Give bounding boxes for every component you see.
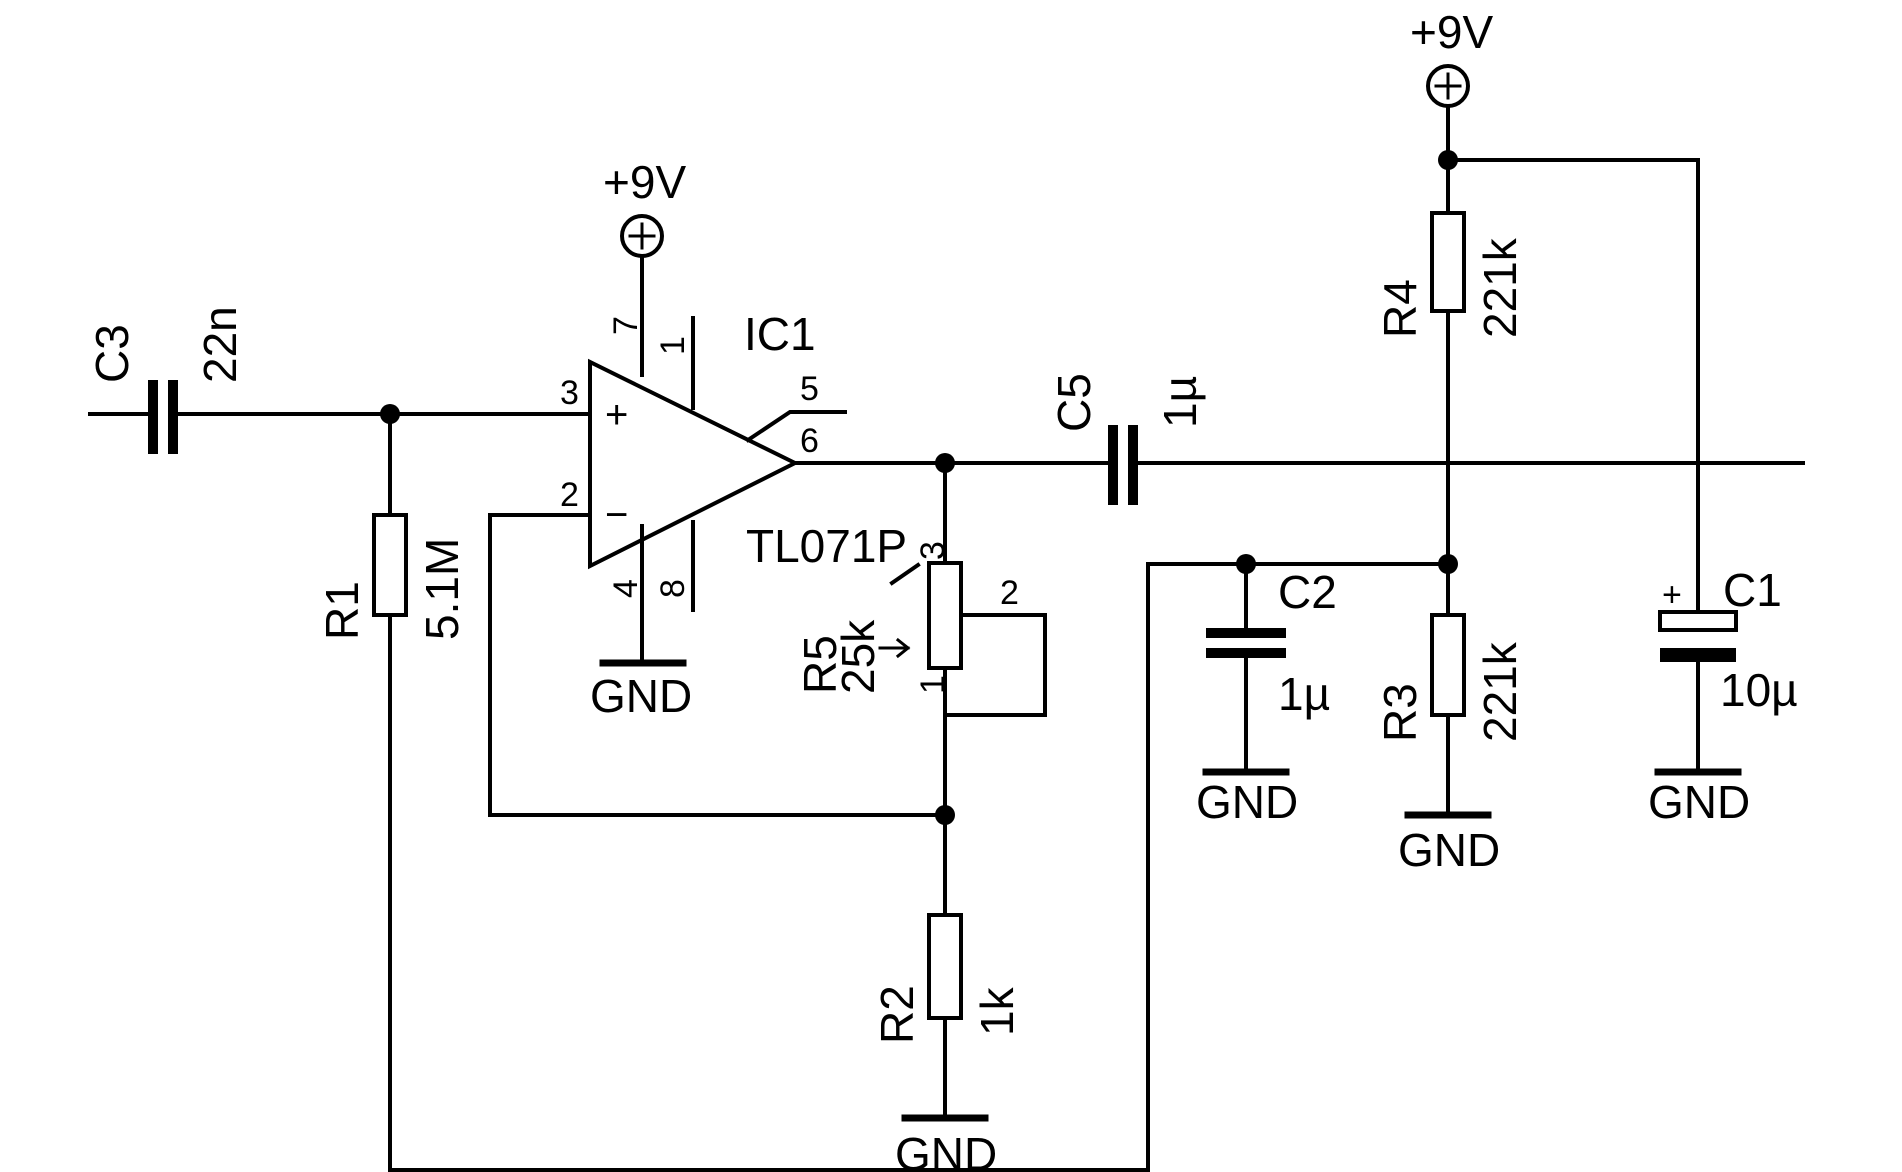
junction-input (380, 404, 400, 424)
r3-ref-label: R3 (1374, 683, 1426, 742)
r5-pin2-label: 2 (1000, 574, 1019, 612)
c1-polarity-mark: + (1662, 576, 1682, 614)
r5-pin1-label: 1 (914, 675, 952, 694)
c1-plate-positive (1658, 610, 1738, 632)
r2-ref-label: R2 (871, 985, 923, 1044)
r4-value-label: 221k (1474, 237, 1526, 338)
gnd-label-r3: GND (1398, 824, 1500, 876)
opamp-ic1: + − IC1 TL071P 3 2 5 6 7 1 4 8 (560, 308, 907, 598)
c1-value-label: 10µ (1720, 664, 1798, 716)
c3-plate-right (168, 380, 178, 454)
r5-pin3-label: 3 (914, 541, 952, 560)
ic1-ref-label: IC1 (744, 308, 816, 360)
junction-bias (1438, 554, 1458, 574)
junctions (380, 150, 1458, 825)
trimmer-r5: R5 25k 3 2 1 (794, 541, 1019, 694)
r1-value-label: 5.1M (416, 538, 468, 640)
vcc-label-ic: +9V (603, 156, 686, 208)
resistor-r1: R1 5.1M (316, 513, 468, 640)
gnd-label-r2: GND (895, 1128, 997, 1172)
ground-c2: GND (1196, 768, 1298, 828)
r5-arrow-icon (878, 637, 911, 659)
supply-vcc-right: +9V (1410, 6, 1493, 108)
gnd-label-c2: GND (1196, 776, 1298, 828)
junction-feedback (935, 805, 955, 825)
ic1-pin8-label: 8 (654, 579, 692, 598)
ground-ic: GND (590, 659, 692, 722)
wire-bias-return (388, 562, 1450, 1172)
ground-r3: GND (1398, 811, 1500, 876)
vcc-plus-icon (628, 222, 656, 250)
r3-body (1430, 613, 1466, 717)
r2-value-label: 1k (971, 986, 1023, 1036)
r1-ref-label: R1 (316, 581, 368, 640)
junction-output (935, 453, 955, 473)
c1-ref-label: C1 (1723, 564, 1782, 616)
resistor-r3: R3 221k (1374, 613, 1526, 742)
r5-ref-label: R5 (794, 635, 846, 694)
junction-vcc-right (1438, 150, 1458, 170)
r2-body (927, 913, 963, 1020)
c2-value-label: 1µ (1278, 668, 1330, 720)
ic1-pin4-label: 4 (607, 579, 645, 598)
ic1-pin3-label: 3 (560, 374, 579, 412)
ic1-pin5-label: 5 (800, 370, 819, 408)
vcc-plus-icon (1434, 72, 1462, 100)
wire-r5-wiper (943, 613, 1047, 717)
ic1-pin2-label: 2 (560, 476, 579, 514)
c5-ref-label: C5 (1048, 373, 1100, 432)
opamp-triangle (588, 358, 800, 570)
c2-plate-bottom (1206, 648, 1286, 658)
wire-pin5-stub (745, 410, 847, 443)
supply-vcc-ic: +9V (603, 156, 686, 258)
capacitor-c2: C2 1µ (1206, 566, 1337, 720)
gnd-label-c1: GND (1648, 776, 1750, 828)
r5-adjust-mark (889, 562, 921, 586)
resistor-r2: R2 1k (871, 913, 1023, 1044)
wires (88, 106, 1805, 1172)
r5-value-label: 25k (832, 619, 884, 694)
c2-plate-top (1206, 628, 1286, 638)
opamp-minus-sign: − (605, 493, 628, 537)
r4-body (1430, 211, 1466, 313)
r3-value-label: 221k (1474, 641, 1526, 742)
capacitor-c5: C5 1µ (1048, 373, 1206, 505)
c5-value-label: 1µ (1154, 376, 1206, 428)
resistor-r4: R4 221k (1374, 211, 1526, 338)
c5-plate-right (1128, 425, 1138, 505)
ground-c1: GND (1648, 768, 1750, 828)
c1-plate-negative (1660, 648, 1736, 662)
c3-value-label: 22n (194, 306, 246, 383)
wire-feedback (488, 513, 947, 817)
c2-ref-label: C2 (1278, 566, 1337, 618)
c3-plate-left (148, 380, 158, 454)
gnd-label-ic: GND (590, 670, 692, 722)
ic1-pin6-label: 6 (800, 422, 819, 460)
capacitor-c1: + C1 10µ (1658, 564, 1798, 716)
c5-plate-left (1108, 425, 1118, 505)
opamp-plus-sign: + (605, 393, 628, 437)
junction-c2 (1236, 554, 1256, 574)
r4-ref-label: R4 (1374, 279, 1426, 338)
ic1-pin7-label: 7 (607, 316, 645, 335)
capacitor-c3: C3 22n (86, 306, 246, 454)
ic1-value-label: TL071P (746, 520, 907, 572)
wire-c1-top (1446, 158, 1700, 614)
vcc-label-right: +9V (1410, 6, 1493, 58)
r5-body (927, 561, 963, 670)
ic1-pin1-label: 1 (654, 336, 692, 355)
ground-r2: GND (895, 1114, 997, 1172)
c3-ref-label: C3 (86, 324, 138, 383)
r1-body (372, 513, 408, 617)
